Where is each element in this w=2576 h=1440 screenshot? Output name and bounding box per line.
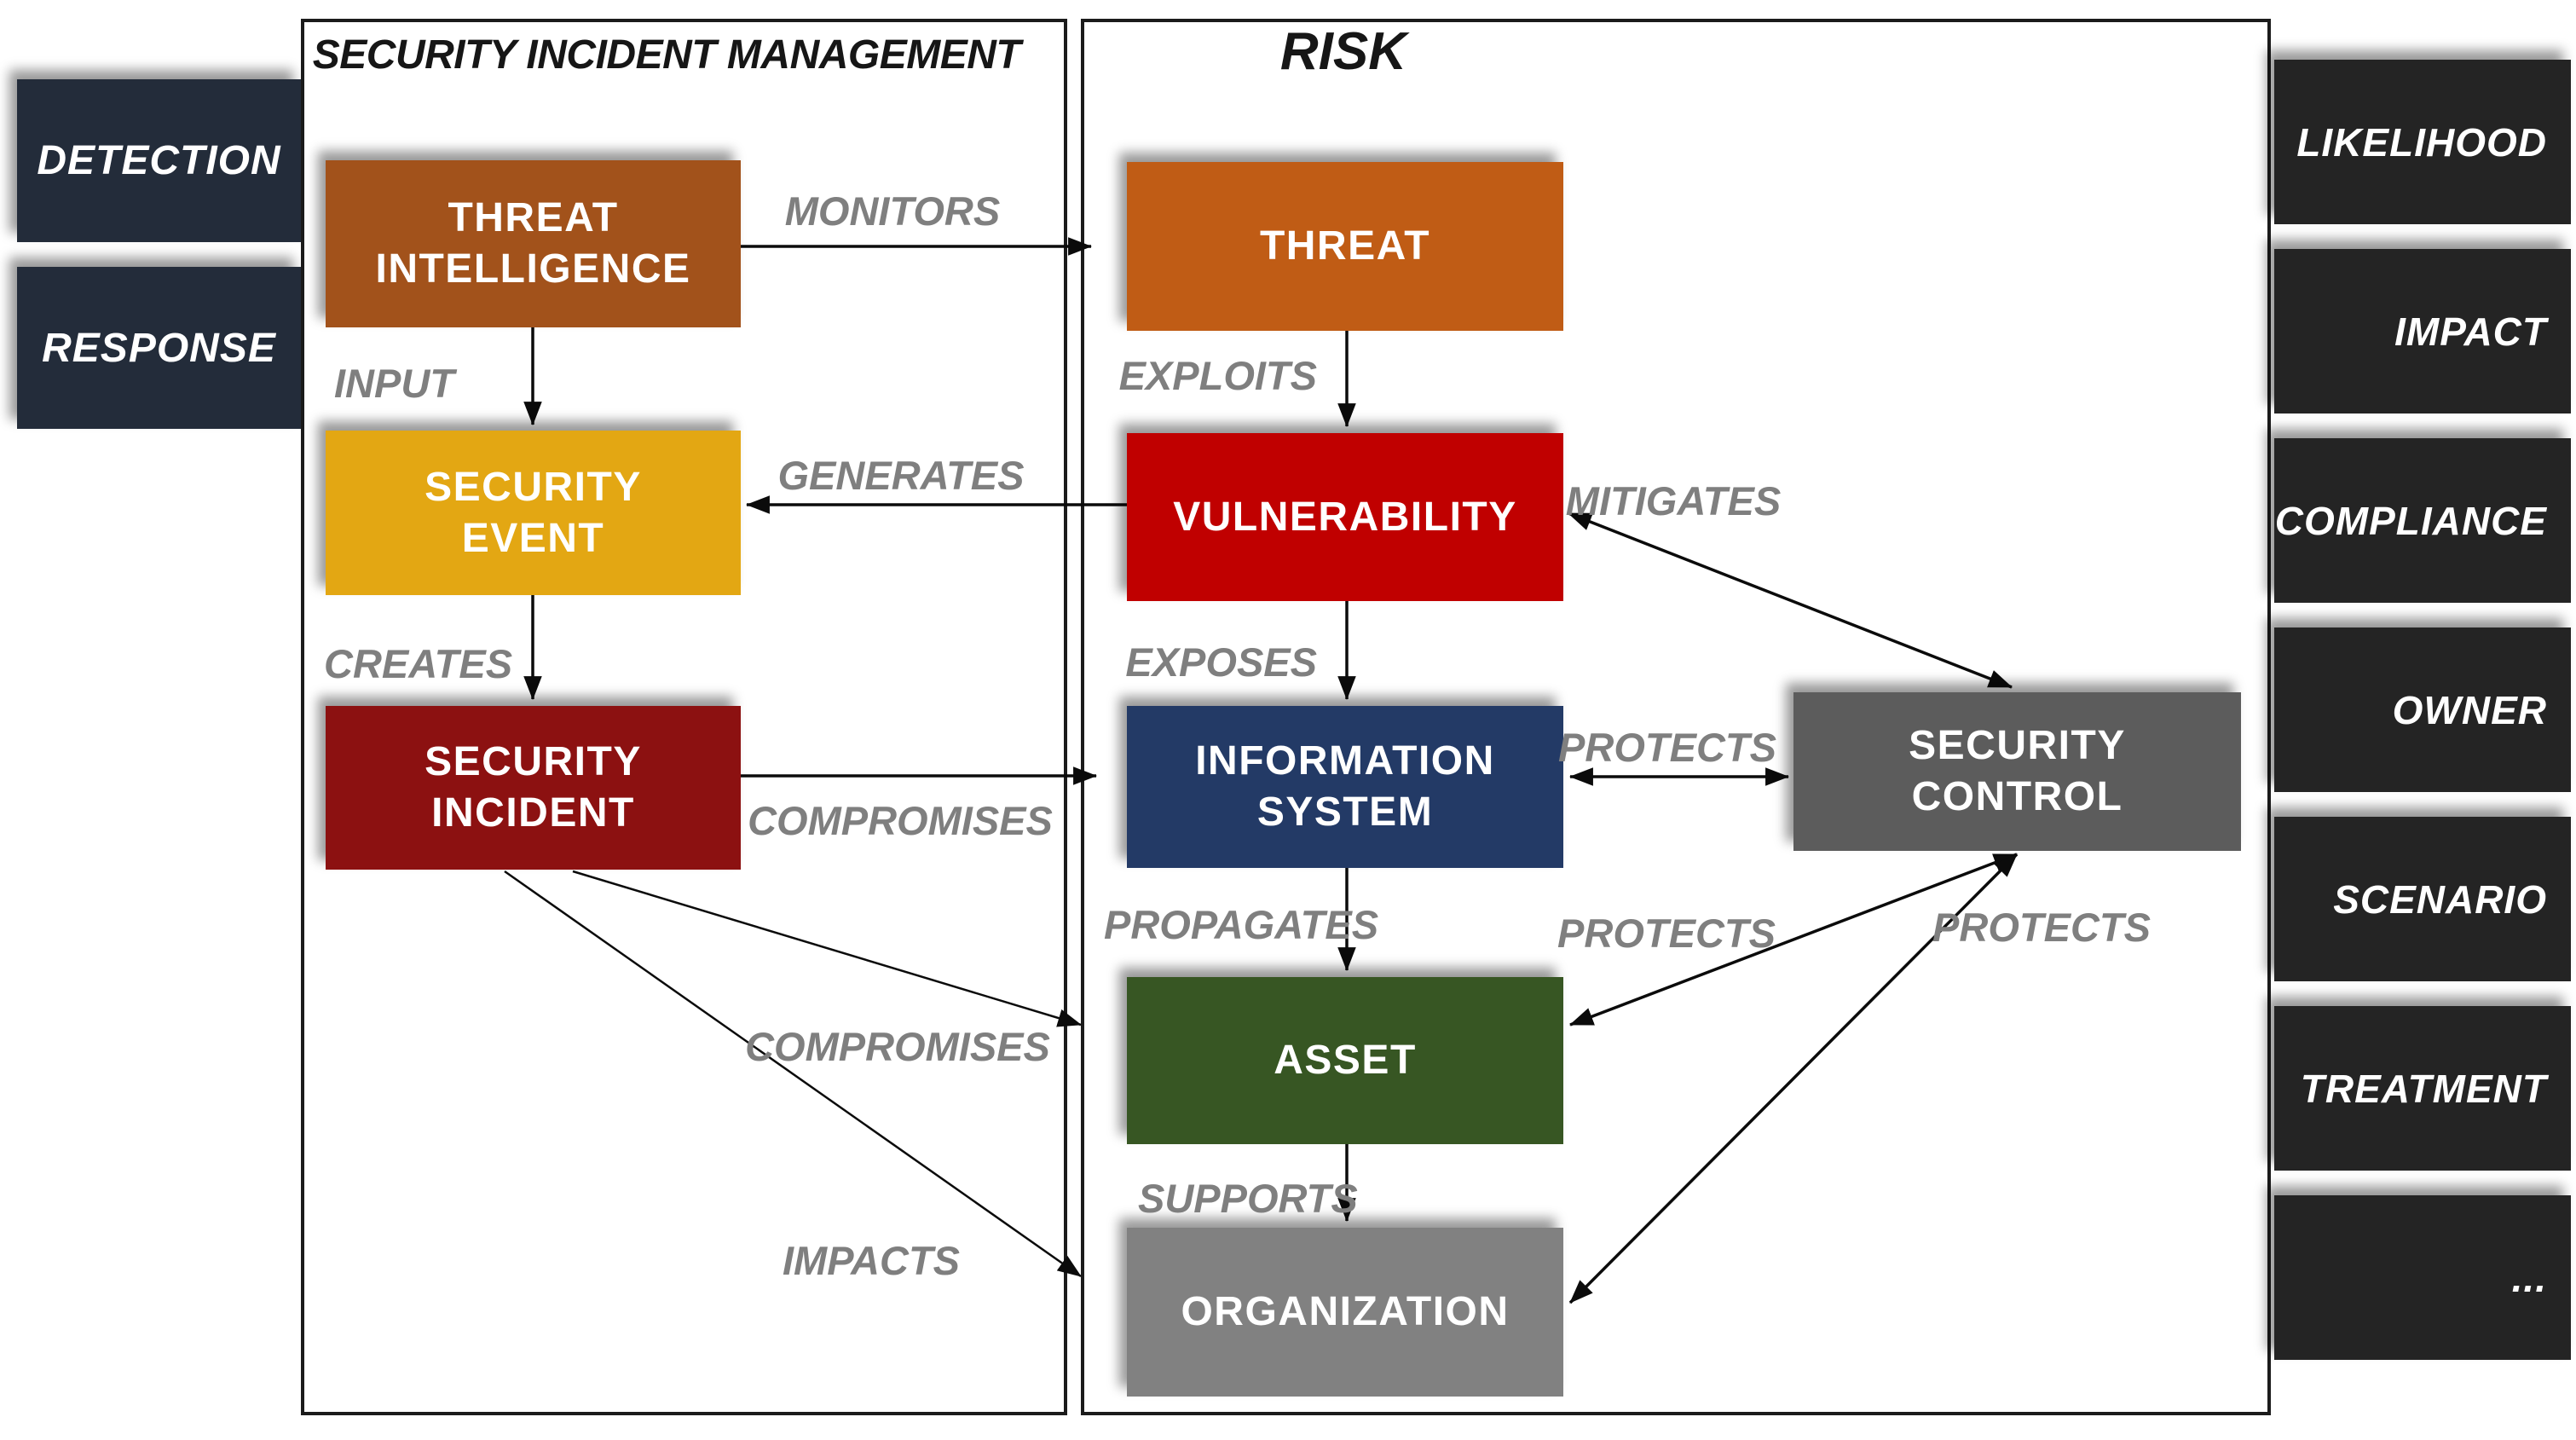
tab-compliance: COMPLIANCE [2274,438,2571,603]
node-threat-intelligence: THREAT INTELLIGENCE [326,160,741,327]
label-exposes: EXPOSES [1125,639,1317,685]
tab-impact: IMPACT [2274,249,2571,413]
node-threat: THREAT [1127,162,1563,331]
label-generates: GENERATES [777,453,1025,498]
risk-frame [1081,19,2271,1415]
node-organization: ORGANIZATION [1127,1228,1563,1397]
label-supports: SUPPORTS [1138,1176,1358,1221]
tab-response: RESPONSE [17,267,301,429]
label-input: INPUT [334,361,454,406]
node-asset: ASSET [1127,977,1563,1144]
node-security-incident: SECURITY INCIDENT [326,706,741,870]
node-information-system: INFORMATION SYSTEM [1127,706,1563,868]
label-monitors: MONITORS [784,188,1001,234]
node-security-control: SECURITY CONTROL [1793,692,2241,851]
tab-owner: OWNER [2274,627,2571,792]
label-compromises-information-system: COMPROMISES [748,798,1053,843]
label-creates: CREATES [324,641,513,686]
label-propagates: PROPAGATES [1104,902,1379,947]
label-mitigates: MITIGATES [1565,478,1782,523]
label-protects-organization: PROTECTS [1932,905,2151,950]
risk-frame-title: RISK [1279,21,1407,81]
label-protects-information-system: PROTECTS [1558,725,1776,770]
tab-more: ... [2274,1195,2571,1360]
tab-detection: DETECTION [17,79,301,242]
label-impacts: IMPACTS [782,1238,960,1283]
sim-frame-title: SECURITY INCIDENT MANAGEMENT [312,32,1021,78]
label-exploits: EXPLOITS [1118,353,1317,398]
label-compromises-asset: COMPROMISES [745,1024,1050,1069]
node-security-event: SECURITY EVENT [326,431,741,595]
tab-treatment: TREATMENT [2274,1006,2571,1171]
security-incident-management-frame [301,19,1067,1415]
label-protects-asset: PROTECTS [1557,911,1776,956]
tab-likelihood: LIKELIHOOD [2274,60,2571,224]
node-vulnerability: VULNERABILITY [1127,433,1563,601]
tab-scenario: SCENARIO [2274,817,2571,981]
